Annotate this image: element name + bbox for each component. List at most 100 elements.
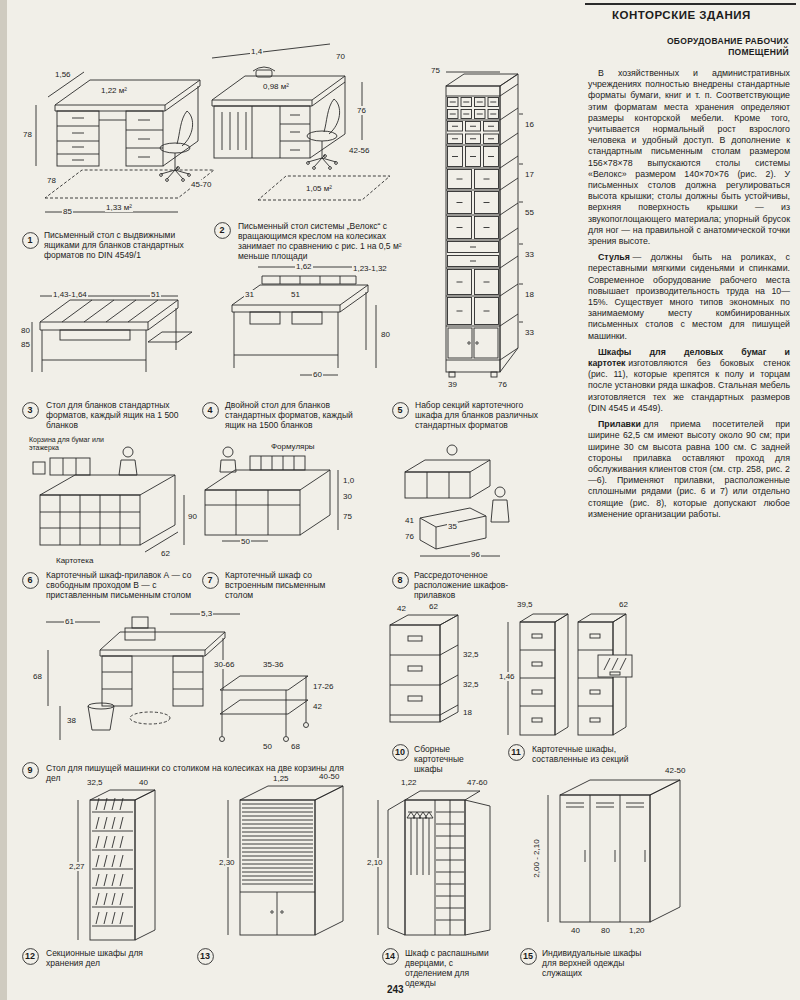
dimension-label: 1,23-1,32 [352, 264, 388, 273]
swivel-chair [177, 167, 180, 170]
card-cabinet-tower [446, 86, 500, 372]
dimension-label: 47-60 [466, 778, 488, 787]
counter-fig7 [236, 490, 237, 535]
swivel-chair [160, 111, 193, 181]
dimension-label: 78 [46, 176, 57, 185]
double-table-fig4 [232, 285, 368, 305]
dimension-label: 1,33 м² [105, 203, 133, 212]
file-folders [112, 874, 115, 886]
desk-fig2 [290, 115, 300, 116]
dimension-label: 90 [187, 512, 198, 521]
card-cabinet-tower [448, 170, 472, 189]
figure-caption: Секционные шкафы для хранения дел [46, 948, 161, 968]
dimension-label: 61 [64, 617, 75, 626]
desk-fig2 [280, 106, 281, 158]
dimension-label: 33 [524, 328, 535, 337]
card-cabinet-tower [446, 168, 500, 169]
dimension-label: 42-56 [348, 146, 370, 155]
typewriter-desk-fig9 [100, 632, 225, 650]
card-cabinet-tower [484, 282, 490, 283]
figure-number: 1 [22, 232, 39, 249]
card-cabinet-tower [500, 74, 518, 372]
wardrobe-fig14 [465, 800, 490, 935]
figure-caption: Картотечный шкаф-прилавок А — со свободн… [46, 570, 194, 600]
desk-fig1 [126, 130, 163, 131]
counters-fig8 [427, 472, 428, 498]
header-rule [585, 3, 796, 5]
roll-shutter [242, 844, 313, 845]
card-cabinet-tower [475, 217, 499, 239]
counters-fig8 [405, 472, 470, 498]
card-cabinet-tower [500, 133, 518, 145]
card-cabinet-tower [461, 110, 472, 119]
card-cabinets-fig11 [520, 622, 555, 735]
card-cabinet-tower [468, 342, 470, 344]
file-folders [112, 855, 115, 867]
figure-number: 15 [520, 948, 537, 965]
roll-shutter [242, 832, 313, 833]
dimension-label: 85 [20, 340, 31, 349]
desk-fig1 [138, 120, 150, 121]
card-cabinet-tower [448, 328, 472, 358]
card-cabinets-fig11 [578, 614, 626, 622]
roll-shutter [242, 852, 313, 853]
card-cabinet-tower [457, 282, 463, 283]
counter-fig7 [294, 456, 295, 470]
card-cabinet-tower [446, 120, 500, 121]
desk-fig2 [212, 44, 390, 200]
dimension-label: 1,25 [272, 774, 290, 783]
form-table-fig3 [106, 300, 136, 322]
callout-number: 5 [397, 405, 402, 415]
card-cabinet-tower [475, 98, 486, 107]
dimension-label: 50 [262, 742, 273, 751]
file-folders [120, 855, 123, 867]
figure-caption: Рассредоточенное расположение шкафов-при… [414, 570, 524, 600]
card-cabinet-tower [452, 138, 458, 139]
note: Корзина для бумаг или этажерка [28, 436, 108, 452]
card-cabinet-tower [475, 110, 486, 119]
roll-shutter [242, 816, 313, 817]
counter-fig7 [205, 505, 300, 506]
swivel-chair [329, 167, 332, 170]
card-cabinet-tower [457, 227, 463, 228]
lockers-fig15 [596, 807, 614, 808]
card-cabinet-tower [500, 84, 518, 96]
counter-fig6 [50, 458, 90, 475]
dimension-label: 0,98 м² [262, 82, 290, 91]
file-folders [96, 874, 99, 886]
card-cabinet-tower [457, 179, 463, 180]
desk-fig1 [72, 118, 84, 119]
dimension-label: 40 [570, 926, 581, 935]
card-cabinet-tower [500, 203, 518, 215]
desk-fig2 [252, 106, 253, 158]
desk-fig1 [57, 141, 99, 142]
card-cabinet-tower [448, 147, 463, 167]
roll-shutter [242, 840, 313, 841]
card-cabinet-tower [446, 145, 500, 146]
file-folders [92, 812, 133, 813]
swivel-chair [324, 155, 327, 158]
card-cabinet-tower [446, 96, 500, 97]
lockers-fig15 [626, 803, 644, 804]
card-cabinets-fig11 [620, 658, 626, 670]
double-table-fig4 [262, 276, 356, 284]
desk-fig2 [238, 112, 239, 150]
desk-fig1 [165, 80, 200, 111]
card-cabinet-tower [474, 328, 498, 358]
roll-shutter [242, 812, 313, 813]
lockers-fig15 [548, 780, 680, 922]
callout-number: 11 [511, 747, 521, 757]
desk-fig1 [72, 147, 84, 148]
lockers-fig15 [560, 795, 650, 922]
form-table-fig3 [32, 296, 192, 372]
desk-fig1 [72, 133, 84, 134]
form-table-fig3 [40, 322, 148, 330]
card-cabinet-tower [475, 298, 499, 325]
dimension-label: 17 [524, 170, 535, 179]
card-cabinet-tower [446, 360, 500, 361]
wardrobe-shelves [417, 818, 418, 875]
form-table-fig3 [42, 330, 43, 372]
subtitle: ОБОРУДОВАНИЕ РАБОЧИХ ПОМЕЩЕНИЙ [604, 36, 790, 58]
figure-number: 11 [508, 744, 525, 761]
swivel-chair [182, 179, 185, 182]
